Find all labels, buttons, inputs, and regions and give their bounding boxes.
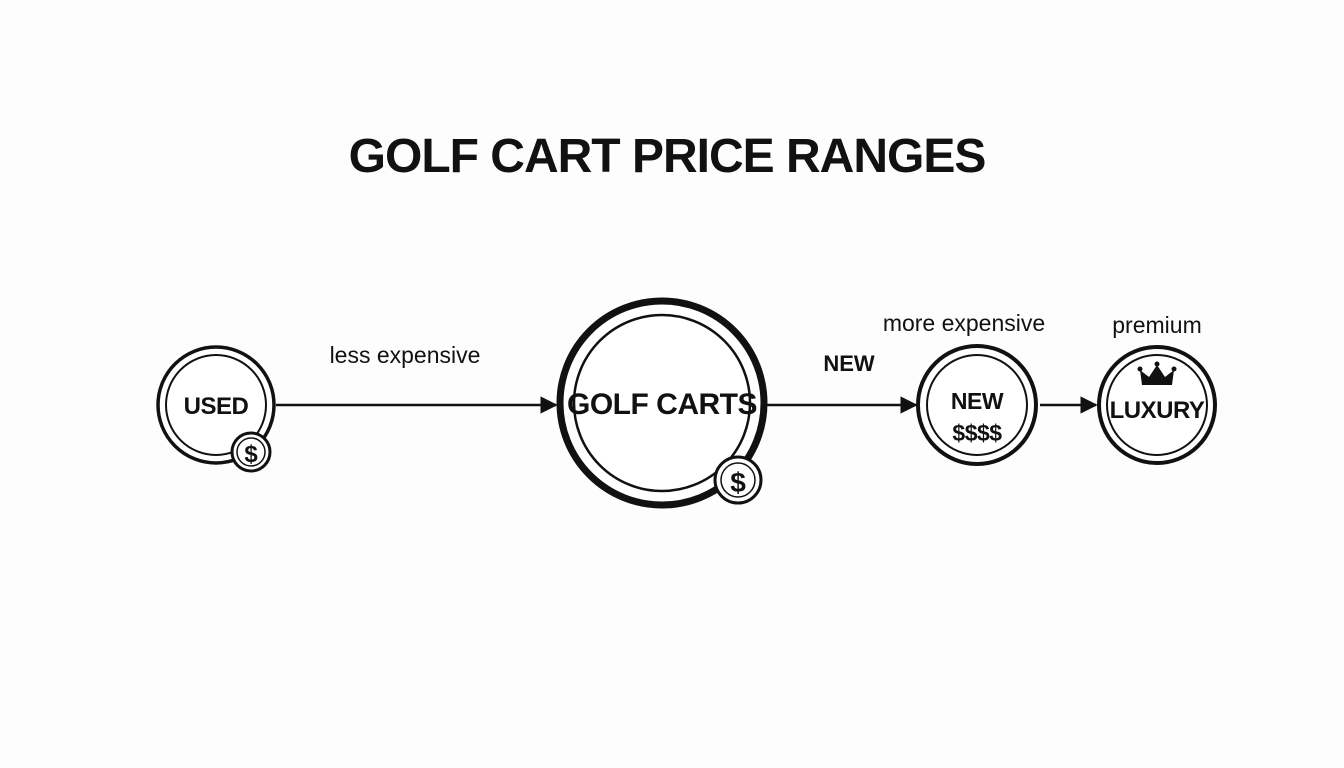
node-new: NEW $$$$	[916, 344, 1038, 466]
node-luxury-label: LUXURY	[1110, 397, 1205, 424]
node-golf-carts-coin-symbol: $	[730, 467, 746, 498]
edge-label-less-expensive: less expensive	[330, 342, 481, 368]
node-used-label: USED	[184, 393, 249, 420]
edge-label-new: NEW	[823, 351, 875, 376]
node-golf-carts-label: GOLF CARTS	[567, 388, 757, 421]
node-luxury: LUXURY	[1097, 345, 1217, 465]
node-new-label: NEW	[951, 388, 1004, 414]
dollar-coin-icon: $	[713, 455, 763, 505]
diagram-title: GOLF CART PRICE RANGES	[349, 130, 986, 183]
dollar-coin-icon: $	[230, 431, 272, 473]
crown-icon	[1137, 361, 1177, 385]
edge-label-more-expensive: more expensive	[883, 310, 1045, 336]
node-new-price: $$$$	[952, 420, 1002, 446]
edge-label-premium: premium	[1112, 312, 1201, 338]
node-used-coin-symbol: $	[244, 441, 258, 468]
node-golf-carts: GOLF CARTS $	[556, 297, 768, 509]
node-used: USED $	[156, 345, 276, 473]
